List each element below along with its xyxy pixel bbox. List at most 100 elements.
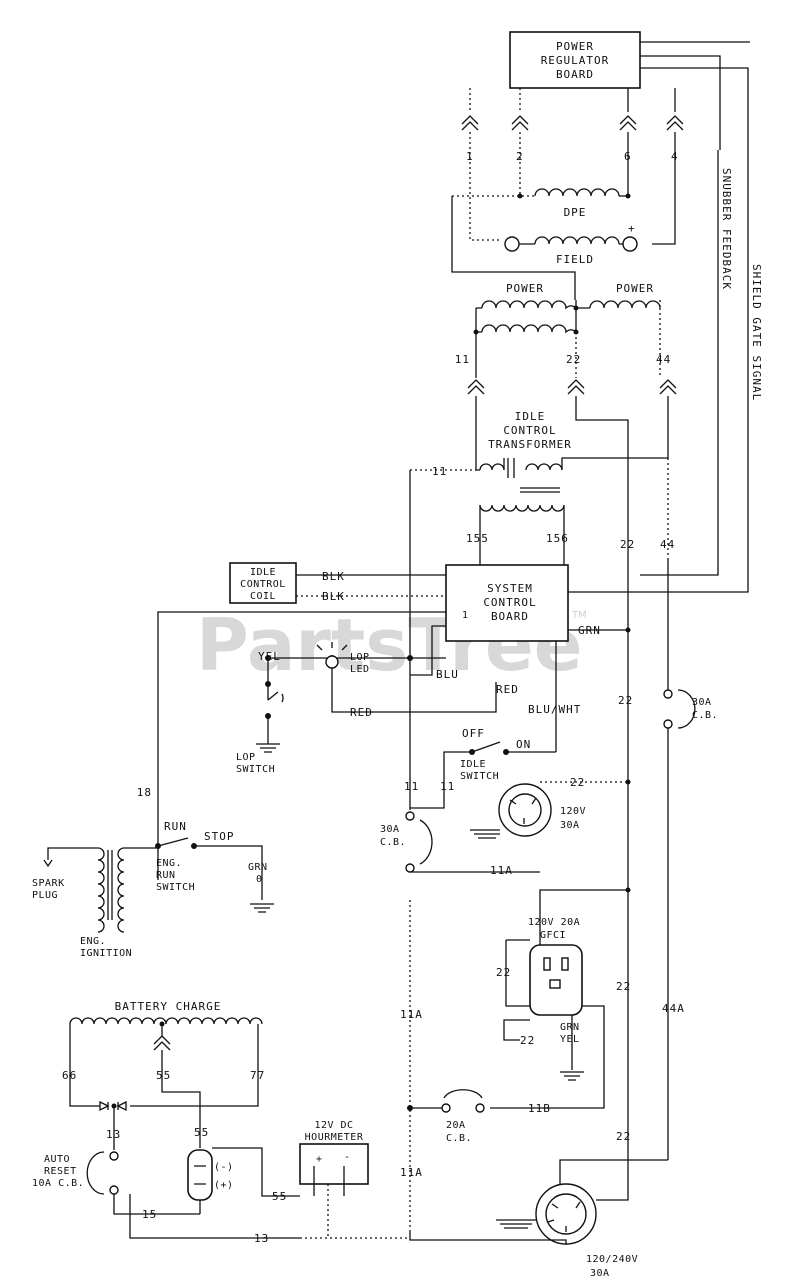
svg-text:156: 156 [546, 532, 569, 545]
svg-text:SWITCH: SWITCH [236, 764, 275, 775]
svg-text:HOURMETER: HOURMETER [305, 1132, 364, 1143]
shield-gate-signal-label: SHIELD GATE SIGNAL [568, 258, 763, 593]
svg-text:0: 0 [256, 874, 263, 885]
svg-text:SHIELD GATE SIGNAL: SHIELD GATE SIGNAL [750, 264, 763, 401]
svg-text:22: 22 [616, 1130, 631, 1143]
svg-text:18: 18 [137, 786, 152, 799]
svg-text:POWER: POWER [556, 40, 594, 53]
cb-30a-right: 30A C.B. [663, 689, 718, 729]
svg-text:DPE: DPE [564, 206, 587, 219]
svg-text:IGNITION: IGNITION [80, 948, 132, 959]
svg-text:BLK: BLK [322, 570, 345, 583]
svg-text:66: 66 [62, 1069, 77, 1082]
svg-text:C.B.: C.B. [380, 837, 406, 848]
svg-text:CONTROL: CONTROL [503, 424, 556, 437]
svg-text:SPARK: SPARK [32, 878, 65, 889]
svg-text:REGULATOR: REGULATOR [541, 54, 610, 67]
svg-text:BLK: BLK [322, 590, 345, 603]
svg-text:STOP: STOP [204, 830, 235, 843]
battery-charge-winding: BATTERY CHARGE [69, 1000, 263, 1051]
svg-text:TRANSFORMER: TRANSFORMER [488, 438, 572, 451]
svg-text:22: 22 [616, 980, 631, 993]
svg-text:11: 11 [432, 465, 447, 478]
svg-text:+: + [628, 222, 636, 235]
gfci-120v-20a: 120V 20A GFCI [528, 917, 583, 1016]
svg-text:11B: 11B [528, 1102, 551, 1115]
svg-text:LED: LED [350, 664, 370, 675]
svg-text:SWITCH: SWITCH [460, 771, 499, 782]
svg-text:ENG.: ENG. [156, 858, 182, 869]
svg-text:POWER: POWER [506, 282, 544, 295]
svg-text:BOARD: BOARD [491, 610, 529, 623]
svg-text:55: 55 [194, 1126, 209, 1139]
svg-text:BOARD: BOARD [556, 68, 594, 81]
svg-text:SWITCH: SWITCH [156, 882, 195, 893]
svg-text:11: 11 [404, 780, 419, 793]
eng-run-switch: RUN STOP ENG. RUN SWITCH GRN 0 [155, 820, 274, 913]
svg-text:LOP: LOP [236, 752, 256, 763]
svg-text:30A: 30A [380, 824, 400, 835]
svg-text:77: 77 [250, 1069, 265, 1082]
svg-text:(-): (-) [214, 1162, 234, 1173]
svg-text:C.B.: C.B. [692, 710, 718, 721]
svg-text:+: + [316, 1154, 323, 1165]
svg-text:GRN: GRN [578, 624, 601, 637]
svg-text:11A: 11A [490, 864, 513, 877]
idle-switch: OFF ON IDLE SWITCH [460, 727, 556, 782]
power-regulator-board: POWER REGULATOR BOARD [509, 31, 641, 89]
svg-text:(+): (+) [214, 1180, 234, 1191]
svg-text:-: - [344, 1152, 351, 1163]
svg-text:PLUG: PLUG [32, 890, 58, 901]
snubber-feedback-label: SNUBBER FEEDBACK [640, 150, 733, 576]
svg-text:11: 11 [455, 353, 470, 366]
svg-text:22: 22 [620, 538, 635, 551]
receptacle-120v-30a: 120V 30A [498, 783, 586, 837]
idle-control-coil: IDLE CONTROL COIL [229, 562, 297, 604]
svg-text:6: 6 [624, 150, 632, 163]
svg-text:SYSTEM: SYSTEM [487, 582, 533, 595]
svg-text:IDLE: IDLE [515, 410, 546, 423]
svg-text:ON: ON [516, 738, 531, 751]
svg-text:POWER: POWER [616, 282, 654, 295]
power-connectors [467, 379, 677, 395]
svg-text:30A: 30A [590, 1268, 610, 1279]
svg-text:22: 22 [566, 353, 581, 366]
watermark-tm: TM [571, 610, 587, 621]
svg-text:11A: 11A [400, 1008, 423, 1021]
lop-switch: LOP SWITCH [236, 691, 284, 775]
svg-text:55: 55 [272, 1190, 287, 1203]
svg-text:11A: 11A [400, 1166, 423, 1179]
svg-text:SNUBBER FEEDBACK: SNUBBER FEEDBACK [720, 168, 733, 290]
svg-text:YEL: YEL [560, 1034, 580, 1045]
svg-text:120V: 120V [560, 806, 586, 817]
svg-text:CONTROL: CONTROL [483, 596, 536, 609]
svg-text:1: 1 [466, 150, 474, 163]
svg-text:LOP: LOP [350, 652, 370, 663]
svg-text:20A: 20A [446, 1120, 466, 1131]
svg-text:22: 22 [570, 776, 585, 789]
system-control-board: SYSTEM CONTROL BOARD 1 [445, 564, 569, 642]
svg-text:GFCI: GFCI [540, 930, 566, 941]
svg-text:C.B.: C.B. [446, 1133, 472, 1144]
svg-text:GRN: GRN [560, 1022, 580, 1033]
hourmeter-12v-dc: 12V DC HOURMETER + - [299, 1120, 369, 1196]
svg-text:FIELD: FIELD [556, 253, 594, 266]
cb-20a: 20A C.B. [441, 1089, 485, 1144]
receptacle-120-240v-30a: 120/240V 30A [535, 1183, 638, 1279]
svg-text:44A: 44A [662, 1002, 685, 1015]
svg-text:13: 13 [106, 1128, 121, 1141]
svg-text:30A: 30A [560, 820, 580, 831]
svg-text:22: 22 [618, 694, 633, 707]
svg-text:RUN: RUN [164, 820, 187, 833]
svg-text:AUTO: AUTO [44, 1154, 70, 1165]
svg-text:22: 22 [520, 1034, 535, 1047]
svg-text:BLU: BLU [436, 668, 459, 681]
svg-text:OFF: OFF [462, 727, 485, 740]
svg-text:13: 13 [254, 1232, 269, 1245]
eng-ignition: ENG. IGNITION [47, 847, 158, 959]
svg-text:1: 1 [462, 610, 469, 621]
svg-text:RED: RED [350, 706, 373, 719]
power-windings: POWER POWER [473, 282, 661, 335]
cb-30a-left: 30A C.B. [380, 811, 433, 873]
